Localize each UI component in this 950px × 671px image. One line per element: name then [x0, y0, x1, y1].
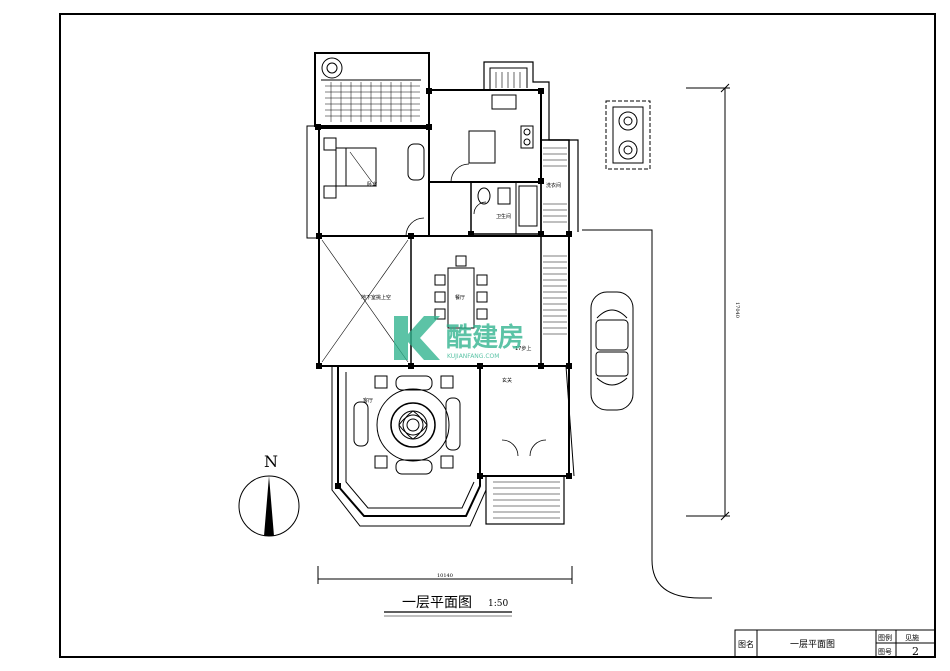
- room-label-living: 客厅: [363, 397, 373, 404]
- title-block-scale-value: 见施: [905, 633, 919, 642]
- stairs: [493, 72, 567, 519]
- armchair-icon: [407, 143, 425, 181]
- bed-icon: [323, 137, 377, 199]
- north-label: N: [264, 452, 278, 471]
- dining-table-icon: [434, 255, 488, 329]
- kitchen-fixtures: [468, 94, 534, 164]
- bathroom-fixtures: [477, 185, 538, 227]
- drawing-scale: 1:50: [488, 599, 508, 609]
- dim-height-label: 17040: [734, 302, 740, 318]
- structural-columns: [315, 88, 572, 489]
- title-block-name-label: 图名: [738, 639, 754, 649]
- driveway-outline: [582, 229, 712, 599]
- watermark: 酷建房 KUJIANFANG.COM: [394, 316, 524, 360]
- sheet-border: [59, 13, 936, 658]
- title-block-scale-label: 图例: [878, 633, 892, 642]
- watermark-logo-icon: [394, 316, 440, 360]
- room-label-foyer: 玄关: [502, 377, 512, 384]
- title-block: [734, 629, 936, 658]
- car-icon: [590, 291, 634, 411]
- room-label-dining: 餐厅: [455, 294, 465, 301]
- sofa-set-icon: [353, 375, 461, 475]
- terrace-plant-icon: [321, 57, 343, 79]
- doors: [405, 163, 547, 457]
- room-label-laundry: 洗衣间: [546, 182, 561, 189]
- vertical-dimension: [686, 83, 730, 521]
- watermark-brand: 酷建房: [446, 323, 524, 353]
- dim-width-label: 10140: [437, 573, 453, 579]
- title-block-name-value: 一层平面图: [790, 639, 835, 650]
- title-block-number-label: 图号: [878, 648, 892, 656]
- horizontal-dimension: [317, 566, 573, 584]
- room-label-bedroom: 卧室: [367, 181, 377, 188]
- terrace-tiles: [325, 82, 420, 122]
- watermark-site: KUJIANFANG.COM: [447, 353, 499, 360]
- room-label-bathroom: 卫生间: [496, 213, 511, 220]
- stove-detail-icon: [605, 100, 651, 170]
- building-walls: [306, 52, 579, 527]
- title-block-number-value: 2: [912, 645, 919, 658]
- north-arrow-icon: [238, 475, 300, 537]
- stair-note: 17步上: [515, 345, 531, 352]
- drawing-title: 一层平面图: [402, 595, 472, 611]
- room-label-basement-void: 地下室挑上空: [361, 294, 391, 301]
